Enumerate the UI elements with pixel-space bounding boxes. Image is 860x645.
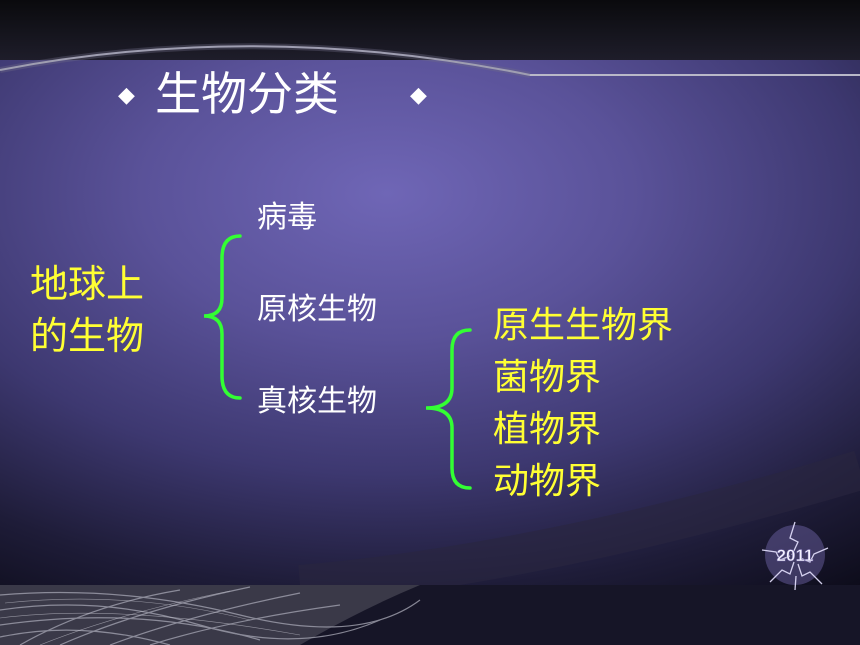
level1-item-eukaryote: 真核生物	[257, 384, 377, 419]
root-label-line1: 地球上	[30, 262, 145, 306]
brace-level1	[203, 234, 242, 400]
root-label-line2: 的生物	[30, 314, 145, 358]
root-label: 地球上 的生物	[30, 258, 144, 362]
bottom-fiber-strip	[0, 585, 860, 645]
brace-level2	[425, 328, 472, 490]
level2-item-plantae: 植物界	[493, 409, 602, 450]
level1-item-virus: 病毒	[257, 200, 317, 235]
2011-lightning-logo-icon: 2011	[761, 521, 829, 591]
title-bullet-left-icon: ◆	[118, 83, 135, 108]
logo-year-text: 2011	[777, 546, 814, 565]
level1-item-prokaryote: 原核生物	[257, 292, 377, 327]
level2-item-protista: 原生生物界	[493, 305, 674, 346]
slide-title: 生物分类	[155, 67, 339, 121]
title-bullet-right-icon: ◆	[410, 83, 427, 108]
level2-item-animalia: 动物界	[493, 461, 602, 502]
level2-item-fungi: 菌物界	[493, 357, 602, 398]
